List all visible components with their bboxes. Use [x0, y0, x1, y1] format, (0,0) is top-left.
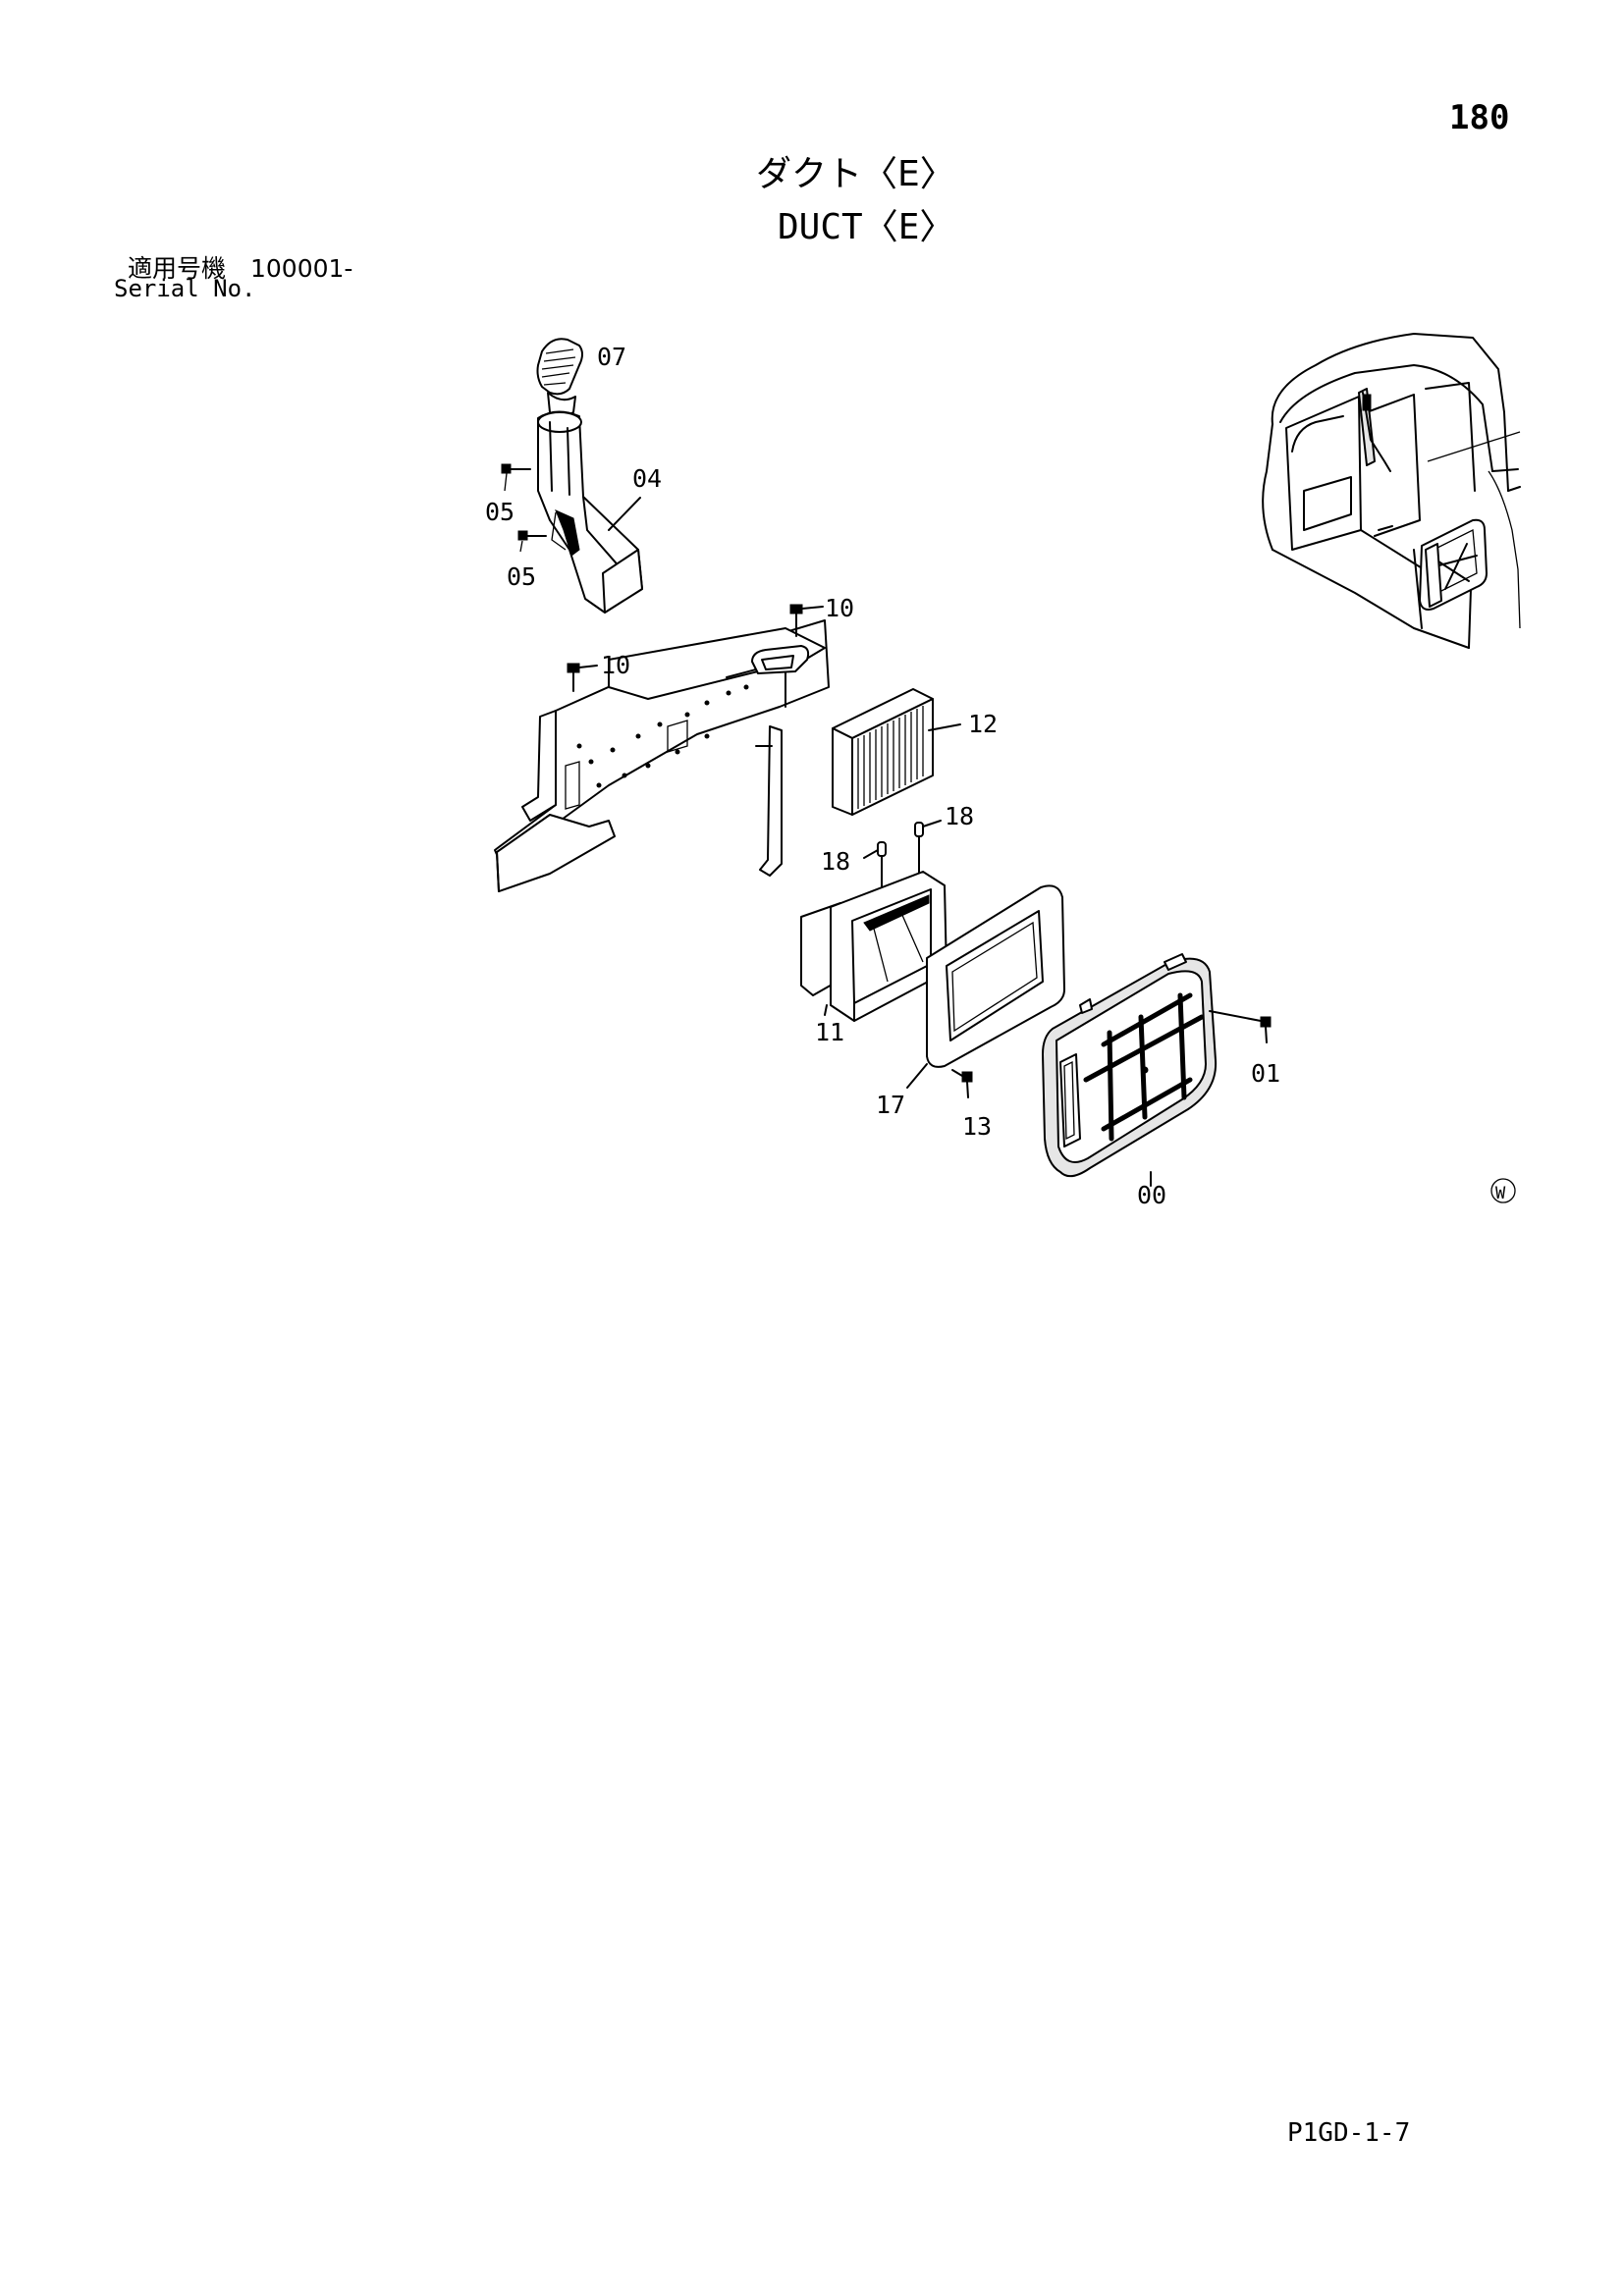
callout-17: 17 [876, 1091, 905, 1119]
callout-12: 12 [968, 710, 998, 738]
callout-07: 07 [597, 343, 626, 371]
serial-label-english: Serial No. [114, 275, 256, 302]
part-support-bracket [494, 619, 830, 892]
page-number: 180 [1449, 98, 1510, 137]
callout-10-left: 10 [601, 651, 630, 679]
part-10-bolt-right [789, 604, 824, 637]
part-05-screw-upper [501, 463, 531, 492]
part-05-screw-lower [517, 530, 547, 553]
callout-04: 04 [632, 464, 662, 493]
part-10-bolt-left [567, 663, 598, 692]
part-07-grille [536, 338, 583, 417]
page-title-english: DUCT〈E〉 [778, 207, 955, 247]
drawing-code: P1GD-1-7 [1287, 2118, 1411, 2148]
callout-18-right: 18 [945, 802, 974, 830]
part-04-duct [537, 410, 643, 614]
part-11-housing [800, 871, 947, 1022]
callout-labels: 07 04 05 05 10 10 12 18 18 11 17 13 01 0… [485, 343, 1280, 1209]
part-13-screw [951, 1069, 973, 1098]
w-mark-symbol: W [1490, 1178, 1516, 1203]
callout-13: 13 [962, 1112, 992, 1141]
part-00-cover [1042, 953, 1218, 1187]
part-17-gasket [906, 884, 1065, 1089]
serial-label-japanese: 適用号機 100001- [128, 254, 353, 283]
callout-18-left: 18 [821, 847, 850, 876]
callout-05-upper: 05 [485, 498, 514, 526]
cab-locator-view [1262, 333, 1521, 649]
part-12-filter [832, 688, 961, 816]
callout-05-lower: 05 [507, 562, 536, 591]
part-01-screw [1209, 1010, 1272, 1043]
callout-01: 01 [1251, 1059, 1280, 1088]
callout-00: 00 [1137, 1181, 1166, 1209]
svg-text:W: W [1495, 1184, 1506, 1203]
callout-10-right: 10 [825, 594, 854, 622]
page-title-japanese: ダクト〈E〉 [756, 154, 955, 194]
callout-11: 11 [815, 1018, 844, 1046]
